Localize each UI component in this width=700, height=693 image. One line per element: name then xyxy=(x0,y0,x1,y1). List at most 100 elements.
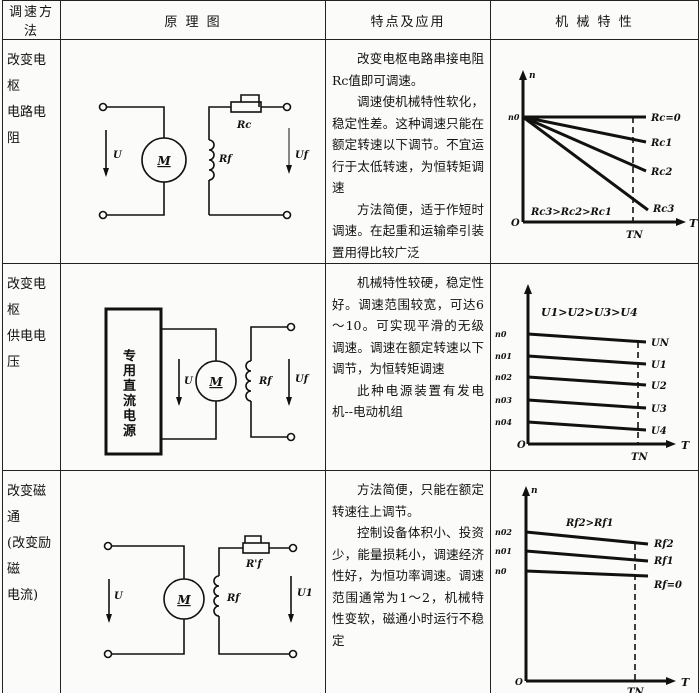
rheostat-rf xyxy=(242,542,270,554)
terminal xyxy=(98,210,108,220)
axis-label-t: T xyxy=(681,439,690,452)
header-row: 调速方法 原 理 图 特点及应用 机 械 特 性 xyxy=(2,0,699,40)
armature-resistance-circuit: M U Rf Rc Uf xyxy=(98,94,310,220)
tick-label: n04 xyxy=(495,417,512,427)
header-method: 调速方法 xyxy=(2,0,61,40)
curve-rc3 xyxy=(522,115,649,212)
rheostat-rc xyxy=(230,101,262,113)
curve-rc2 xyxy=(522,115,647,173)
feature-paragraph: 机械特性较硬，稳定性好。调速范围较宽，可达6～10。可实现平滑的无级调速。调速在… xyxy=(332,275,484,376)
feature-paragraph: 方法简便，适于作短时调速。在起重和运输牵引装置用得比较广泛 xyxy=(332,201,484,260)
curve-label: Rc1 xyxy=(650,138,672,149)
tick-tn: TN xyxy=(627,687,644,693)
armature-voltage-circuit: 专用直流电源 M U Rf Uf xyxy=(104,307,310,456)
tick-label: n01 xyxy=(495,546,512,556)
curve-line xyxy=(527,332,647,344)
method-cell: 改变电枢 电路电阻 xyxy=(2,39,61,264)
terminal xyxy=(98,102,108,112)
rf-label: Rf xyxy=(226,593,241,604)
relation-label: Rf2>Rf1 xyxy=(565,518,614,529)
field-coil xyxy=(213,575,220,617)
axis-label-t: T xyxy=(681,676,690,689)
field-coil xyxy=(245,360,252,402)
origin-label: O xyxy=(515,678,523,688)
circuit-diagram: M U R'f Rf U1 xyxy=(60,470,326,693)
curve-label: Rc2 xyxy=(650,167,672,178)
dc-power-source-box xyxy=(104,307,163,456)
curve-line xyxy=(527,354,647,366)
motor-symbol xyxy=(163,578,205,620)
tick-label: n0 xyxy=(495,329,507,339)
axis-label-t: T xyxy=(689,217,698,230)
curve-line xyxy=(525,530,649,546)
curve-label: U4 xyxy=(651,426,667,437)
feature-paragraph: 控制设备体积小、投资少，能量损耗小，调速经济性好，为恒功率调速。调速范围通常为1… xyxy=(332,525,484,648)
table-row: 改变电枢 供电电压 专用直流电源 M U Rf Uf 机械特性较硬，稳 xyxy=(2,263,699,471)
tick-tn: TN xyxy=(631,452,648,463)
curve-label: Rc=0 xyxy=(650,113,681,124)
uf-label: Uf xyxy=(295,374,310,385)
curve-label: U2 xyxy=(651,381,667,392)
rc-label: Rc xyxy=(236,120,251,131)
relation-label: U1>U2>U3>U4 xyxy=(541,306,638,319)
curve-label: Rc3 xyxy=(652,204,674,215)
tick-label: n02 xyxy=(495,372,512,382)
tick-label: n03 xyxy=(495,395,512,405)
field-coil xyxy=(208,139,215,181)
curve-line xyxy=(525,569,649,578)
u1-label: U1 xyxy=(297,588,313,599)
motor-label: M xyxy=(176,593,191,607)
axis-label-n: n xyxy=(529,71,536,81)
source-label: 专用直流电源 xyxy=(123,349,137,439)
tick-n0: n0 xyxy=(508,112,520,122)
origin-label: O xyxy=(511,218,520,229)
motor-symbol xyxy=(141,137,187,183)
circuit-diagram: M U Rf Rc Uf xyxy=(60,39,326,264)
characteristic-chart: n n0 O T TN Rc=0 Rc1 Rc2 Rc3 Rc3>Rc2>Rc1 xyxy=(508,70,698,241)
curve-rc1 xyxy=(522,115,647,144)
tick-label: n02 xyxy=(495,527,512,537)
tick-label: n01 xyxy=(495,351,512,361)
circuit-diagram: 专用直流电源 M U Rf Uf xyxy=(60,263,326,471)
curve-line xyxy=(527,398,647,410)
header-features: 特点及应用 xyxy=(325,0,491,40)
voltage-label: U xyxy=(114,591,124,602)
tick-label: n0 xyxy=(495,566,507,576)
feature-paragraph: 调速使机械特性软化，稳定性差。这种调速只能在额定转速以下调节。不宜运行于太低转速… xyxy=(332,94,484,195)
features-cell: 改变电枢电路串接电阻Rc值即可调速。 调速使机械特性软化，稳定性差。这种调速只能… xyxy=(325,39,491,264)
tick-tn: TN xyxy=(626,230,643,241)
uf-label: Uf xyxy=(295,150,310,161)
motor-label: M xyxy=(156,154,171,168)
voltage-label: U xyxy=(113,150,123,161)
feature-paragraph: 方法简便，只能在额定转速往上调节。 xyxy=(332,482,484,519)
curve-line xyxy=(527,375,647,387)
curve-label: U1 xyxy=(651,360,667,371)
field-flux-circuit: M U R'f Rf U1 xyxy=(103,535,313,659)
axis-label-n: n xyxy=(531,486,538,496)
voltage-label: U xyxy=(184,376,194,387)
feature-paragraph: 改变电枢电路串接电阻Rc值即可调速。 xyxy=(332,51,484,88)
origin-label: O xyxy=(517,440,526,451)
curve-label: Rf1 xyxy=(653,556,674,567)
characteristic-chart-cell: n n0 O T TN Rc=0 Rc1 Rc2 Rc3 Rc3>Rc2>Rc1 xyxy=(490,39,699,264)
relation-label: Rc3>Rc2>Rc1 xyxy=(530,207,612,218)
header-characteristic: 机 械 特 性 xyxy=(490,0,699,40)
rf-label: Rf xyxy=(218,154,233,165)
rf-prime-label: R'f xyxy=(245,559,263,570)
rf-label: Rf xyxy=(258,376,273,387)
header-diagram: 原 理 图 xyxy=(60,0,326,40)
features-cell: 机械特性较硬，稳定性好。调速范围较宽，可达6～10。可实现平滑的无级调速。调速在… xyxy=(325,263,491,471)
table-row: 改变磁通 (改变励磁 电流) M U R'f Rf U1 xyxy=(2,470,699,693)
feature-paragraph: 此种电源装置有发电机--电动机组 xyxy=(332,382,484,420)
features-cell: 方法简便，只能在额定转速往上调节。 控制设备体积小、投资少，能量损耗小，调速经济… xyxy=(325,470,491,693)
motor-symbol xyxy=(195,360,237,402)
curve-label: U3 xyxy=(651,404,667,415)
curve-label: UN xyxy=(651,338,670,349)
method-cell: 改变磁通 (改变励磁 电流) xyxy=(2,470,61,693)
curve-label: Rf2 xyxy=(653,539,674,550)
